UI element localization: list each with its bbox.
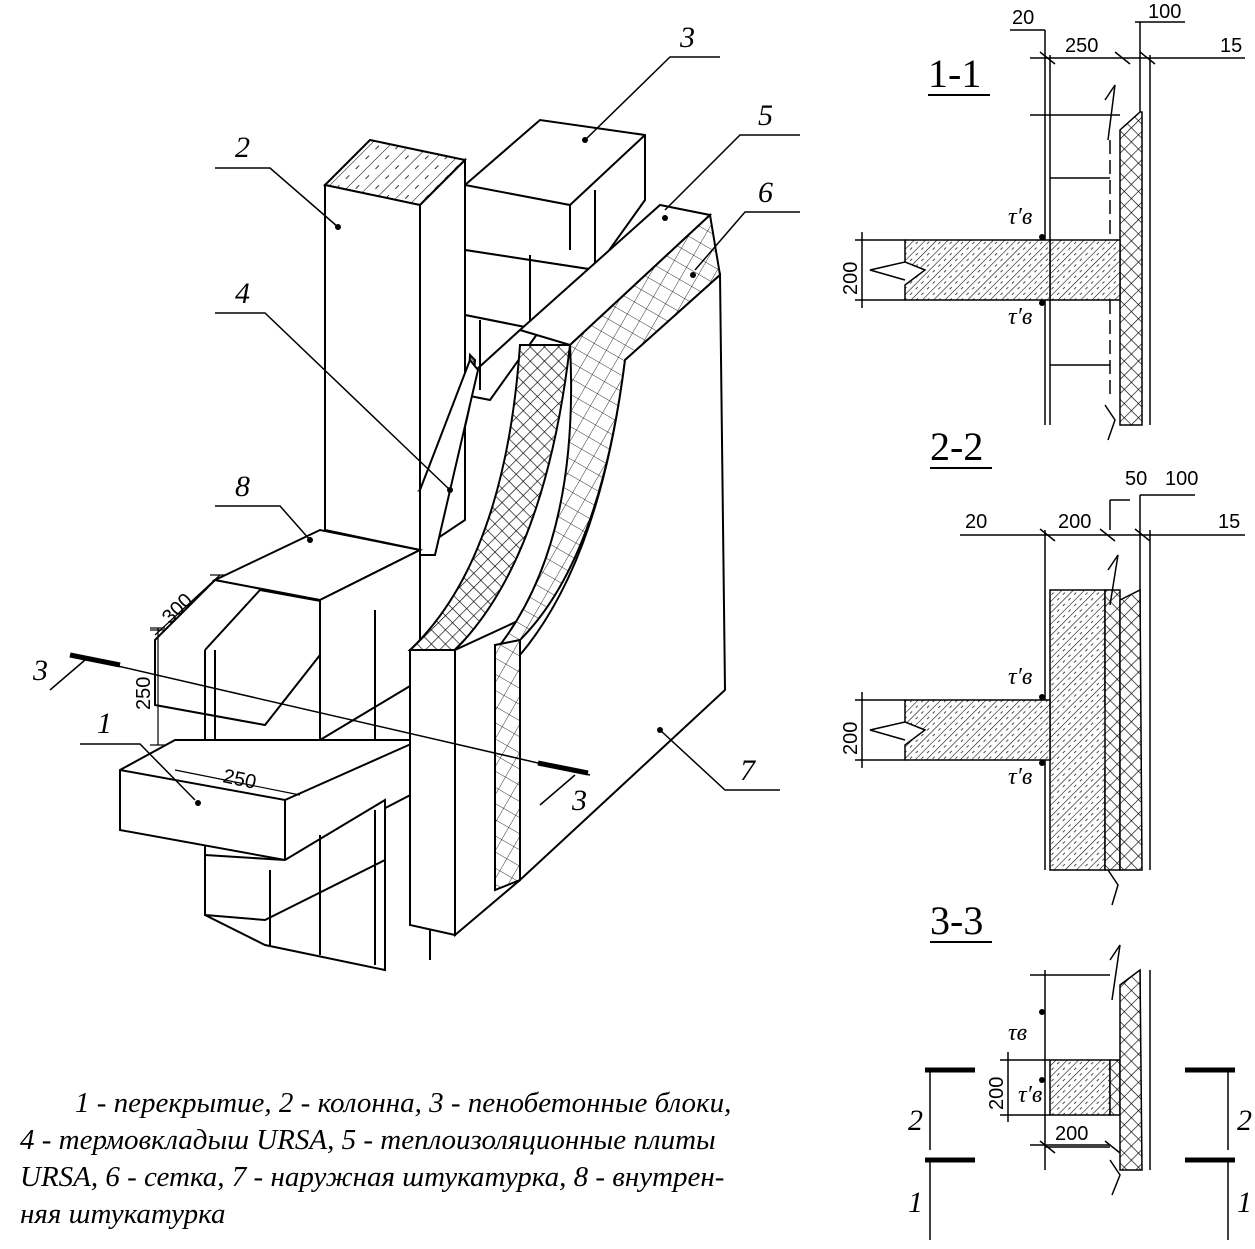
s11-dim-250: 250 <box>1065 35 1098 57</box>
s33-dim-200-horizontal: 200 <box>1055 1123 1088 1145</box>
section-1-1 <box>855 21 1245 441</box>
legend-line-2: 4 - термовкладыш URSA, 5 - теплоизоляцио… <box>20 1124 716 1156</box>
label-7: 7 <box>740 754 757 787</box>
s22-dim-200-vertical: 200 <box>840 722 862 755</box>
s22-tau-bottom: τ′в <box>1008 764 1032 790</box>
s11-dim-15: 15 <box>1220 35 1242 57</box>
label-2: 2 <box>235 131 250 164</box>
dim-250-vertical: 250 <box>133 677 155 710</box>
s11-tau-top: τ′в <box>1008 204 1032 230</box>
label-4: 4 <box>235 277 250 310</box>
mesh-layer <box>494 213 722 892</box>
cut-label-3-left: 3 <box>32 654 48 687</box>
leader-lines <box>80 56 800 801</box>
s33-dim-200-vertical: 200 <box>986 1077 1008 1110</box>
section-3-3-title: 3-3 <box>930 898 983 943</box>
floor-slab-and-lower-blocks <box>119 528 424 972</box>
s33-cut-1-right: 1 <box>1237 1186 1252 1219</box>
s22-dim-20: 20 <box>965 511 987 533</box>
legend-caption: 1 - перекрытие, 2 - колонна, 3 - пенобет… <box>20 1085 900 1233</box>
s33-cut-2-left: 2 <box>908 1104 923 1137</box>
label-6: 6 <box>758 176 773 209</box>
s11-dim-100: 100 <box>1148 1 1181 23</box>
legend-line-4: няя штукатурка <box>20 1198 226 1230</box>
s22-dim-100: 100 <box>1165 468 1198 490</box>
cut-label-3-right: 3 <box>571 784 587 817</box>
cut-line-3 <box>69 654 591 776</box>
section-3-3 <box>925 944 1235 1240</box>
s33-cut-1-left: 1 <box>908 1186 923 1219</box>
external-plaster <box>519 272 727 883</box>
label-5: 5 <box>758 99 773 132</box>
s22-tau-top: τ′в <box>1008 664 1032 690</box>
label-8: 8 <box>235 470 250 503</box>
s33-cut-2-right: 2 <box>1237 1104 1252 1137</box>
label-1: 1 <box>97 707 112 740</box>
s22-dim-200: 200 <box>1058 511 1091 533</box>
section-1-1-title: 1-1 <box>928 51 981 96</box>
legend-line-1: 1 - перекрытие, 2 - колонна, 3 - пенобет… <box>75 1087 732 1119</box>
s33-tau: τ′в <box>1018 1082 1042 1108</box>
section-2-2 <box>855 494 1245 906</box>
axonometric-view <box>49 56 800 972</box>
leader-dots <box>195 137 696 806</box>
s33-tau-plain: τв <box>1008 1020 1027 1046</box>
label-3: 3 <box>679 21 695 54</box>
legend-line-3: URSA, 6 - сетка, 7 - наружная штукатурка… <box>20 1161 725 1193</box>
s22-dim-50: 50 <box>1125 468 1147 490</box>
s11-tau-bottom: τ′в <box>1008 304 1032 330</box>
s11-dim-200: 200 <box>840 262 862 295</box>
thermal-insert <box>416 352 480 556</box>
section-2-2-title: 2-2 <box>930 424 983 469</box>
s22-dim-15: 15 <box>1218 511 1240 533</box>
main-dimensions <box>150 574 301 796</box>
s11-dim-20: 20 <box>1012 7 1034 29</box>
